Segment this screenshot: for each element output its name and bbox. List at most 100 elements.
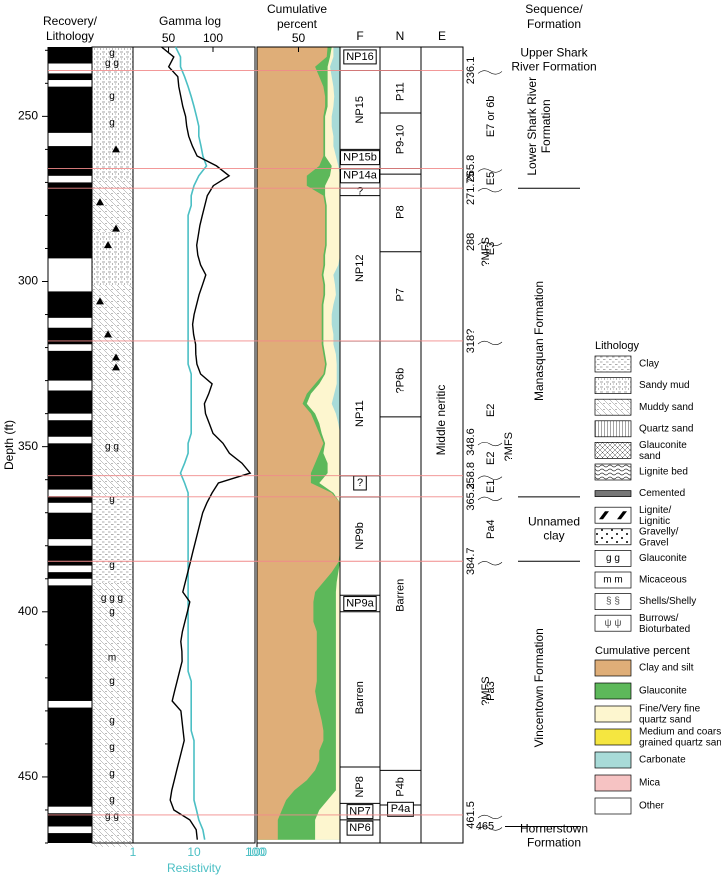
- lithology-legend-label: Lignite/: [639, 505, 671, 516]
- resistivity-tick-label: 100: [245, 845, 265, 859]
- lithology-interval: [92, 482, 133, 491]
- lithology-legend-label: Glauconite: [639, 553, 687, 564]
- lithology-legend-label: Lignitic: [639, 516, 670, 527]
- lithology-interval: [92, 502, 133, 510]
- lithology-interval: [92, 542, 133, 550]
- unconformity-symbol: [477, 475, 503, 480]
- lithology-interval: [92, 509, 133, 517]
- lithology-interval: [92, 767, 133, 775]
- lithology-interval: [92, 443, 133, 451]
- lithology-interval: [92, 53, 133, 61]
- cumulative-legend-label: Other: [639, 801, 665, 812]
- lithology-interval: [92, 522, 133, 530]
- lithology-legend-swatch: [594, 614, 632, 632]
- lithology-interval: [92, 608, 133, 616]
- lithology-interval: [92, 720, 133, 728]
- mfs-label: ?MFS: [480, 237, 492, 266]
- core-recovered-interval: [48, 443, 92, 490]
- core-recovered-interval: [48, 813, 92, 827]
- lithology-interval: [92, 139, 133, 147]
- header-e: E: [438, 29, 446, 43]
- lithology-interval: [92, 132, 133, 140]
- formation-label: clay: [543, 528, 564, 542]
- sequence-label: E7 or 6b: [485, 96, 497, 138]
- core-recovered-interval: [48, 707, 92, 807]
- lithology-interval: [92, 760, 133, 768]
- f-zone-label: NP16: [346, 51, 374, 63]
- lithology-interval: [92, 179, 133, 187]
- glauconite-symbol: g: [109, 494, 115, 505]
- triangle-marker: [112, 363, 120, 371]
- lithology-interval: [92, 377, 133, 385]
- lithology-interval: [92, 264, 133, 273]
- unconformity-symbol: [477, 188, 503, 193]
- boundary-depth-label: 365.2: [465, 483, 477, 511]
- resistivity-axis-label: Resistivity: [167, 861, 221, 875]
- lithology-interval: [92, 780, 133, 788]
- lithology-interval: [92, 562, 133, 570]
- boundary-depth-label: 461.5: [465, 801, 477, 829]
- n-zone-label: P9-10: [394, 125, 406, 154]
- lithology-interval: [92, 456, 133, 464]
- gamma-tick-label: 100: [203, 31, 223, 45]
- lithology-legend-label: Sandy mud: [639, 380, 690, 391]
- triangle-marker: [112, 224, 120, 232]
- sequence-label: E2: [485, 451, 497, 464]
- boundary-depth-label: 288: [465, 233, 477, 251]
- paleoenvironment-label: Middle neritic: [434, 385, 448, 456]
- f-zone-label: NP12: [354, 255, 366, 283]
- triangle-marker: [96, 297, 104, 305]
- lithology-interval: [92, 271, 133, 279]
- core-recovered-interval: [48, 86, 92, 133]
- lithology-legend-swatch: [594, 550, 632, 567]
- lithology-interval: [92, 357, 133, 365]
- lithology-interval: [92, 390, 133, 398]
- lithology-interval: [92, 291, 133, 299]
- core-recovered-interval: [48, 291, 92, 318]
- core-recovered-interval: [48, 420, 92, 437]
- header-lithology: Lithology: [46, 29, 94, 43]
- n-zone-label: ?P6b: [394, 368, 406, 394]
- lithology-legend-label: Muddy sand: [639, 402, 693, 413]
- glauconite-symbol: g: [109, 768, 115, 779]
- lithology-interval: [92, 159, 133, 167]
- lithology-interval: [92, 47, 133, 55]
- depth-tick-label: 250: [18, 109, 38, 123]
- lithology-interval: [92, 806, 133, 814]
- lithology-legend-label: Clay: [639, 359, 659, 370]
- core-recovered-interval: [48, 496, 92, 503]
- header-n: N: [396, 29, 405, 43]
- lithology-interval: [92, 648, 133, 656]
- lithology-legend-label: Glauconite: [639, 440, 687, 451]
- n-zone-label: P8: [394, 205, 406, 218]
- lithology-interval: [92, 819, 133, 827]
- cumulative-legend-label: Medium and coarser: [639, 727, 721, 738]
- lithology-interval: [92, 383, 133, 392]
- lithology-interval: [92, 80, 133, 88]
- lithology-interval: [92, 535, 133, 543]
- f-zone-label: NP7: [349, 806, 370, 818]
- f-zone-label: NP15: [354, 96, 366, 124]
- boundary-depth-label: 465: [476, 820, 494, 832]
- lithology-legend-swatch: [594, 528, 632, 546]
- lithology-interval: [92, 753, 133, 761]
- f-column-frame: [339, 46, 381, 844]
- glauconite-symbol: g: [109, 48, 115, 59]
- resistivity-tick-label: 1: [130, 845, 137, 859]
- triangle-marker: [104, 330, 112, 338]
- glauconite-symbol: g g g: [101, 593, 123, 604]
- f-zone-box: [343, 596, 377, 612]
- boundary-depth-label: 358.8: [465, 462, 477, 490]
- lithology-interval: [92, 284, 133, 292]
- lithology-legend-swatch: [594, 442, 632, 459]
- lithology-legend-swatch: [594, 355, 632, 373]
- header-sequence: Sequence/: [525, 2, 583, 16]
- core-recovered-interval: [48, 833, 92, 843]
- lithology-interval: [92, 73, 133, 81]
- sequence-label: E3: [485, 242, 497, 255]
- core-recovered-interval: [48, 327, 92, 345]
- lithology-interval: [92, 86, 133, 94]
- lithology-legend-label: Bioturbated: [639, 624, 690, 635]
- lithology-interval: [92, 416, 133, 425]
- lithology-interval: [92, 469, 133, 477]
